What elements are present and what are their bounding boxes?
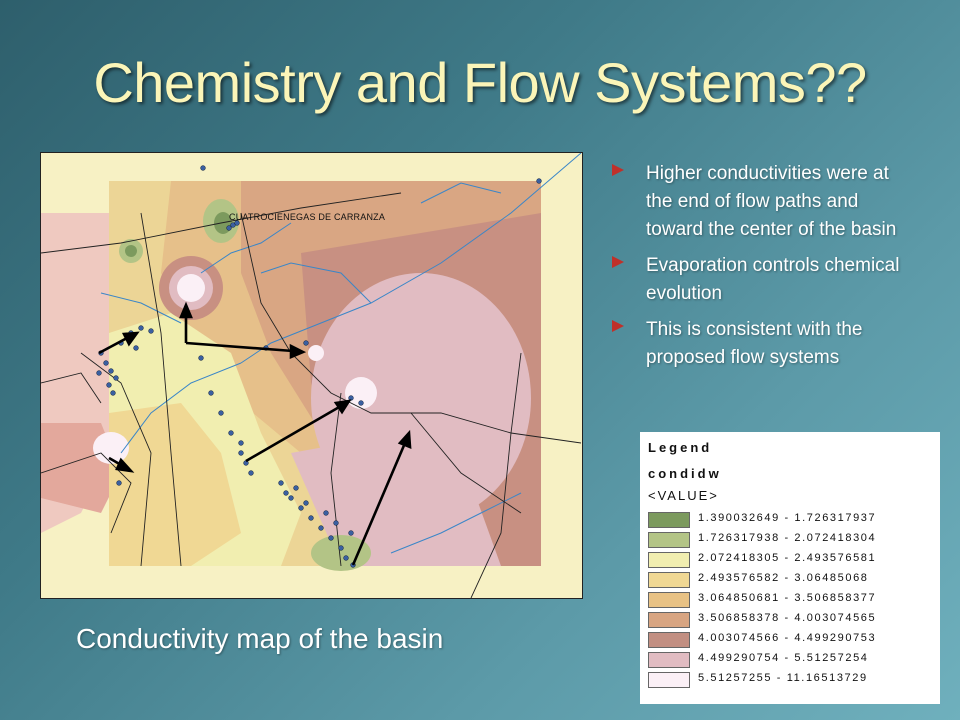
- bullet-arrow-icon: [612, 256, 624, 268]
- bullet-text: This is consistent with the proposed flo…: [646, 319, 863, 368]
- legend-range: 4.499290754 - 5.51257254: [698, 652, 869, 664]
- legend-swatch: [648, 612, 690, 628]
- bullet-arrow-icon: [612, 164, 624, 176]
- legend-value-label: <VALUE>: [648, 488, 719, 503]
- bullet-text: Higher conductivities were at the end of…: [646, 163, 897, 240]
- legend-range: 1.390032649 - 1.726317937: [698, 512, 877, 524]
- legend-range: 2.072418305 - 2.493576581: [698, 552, 877, 564]
- legend-swatch: [648, 572, 690, 588]
- legend-field-name: condidw: [648, 466, 722, 481]
- bullet-item: This is consistent with the proposed flo…: [612, 316, 912, 372]
- legend-swatch: [648, 652, 690, 668]
- legend-range: 2.493576582 - 3.06485068: [698, 572, 869, 584]
- map-legend: Legend condidw <VALUE> 1.390032649 - 1.7…: [640, 432, 940, 704]
- bullet-arrow-icon: [612, 320, 624, 332]
- legend-swatch: [648, 592, 690, 608]
- legend-swatch: [648, 632, 690, 648]
- slide-title: Chemistry and Flow Systems??: [93, 51, 867, 114]
- map-place-label: CUATROCIENEGAS DE CARRANZA: [229, 212, 386, 222]
- bullet-list: Higher conductivities were at the end of…: [612, 160, 912, 380]
- legend-swatch: [648, 532, 690, 548]
- legend-range: 4.003074566 - 4.499290753: [698, 632, 877, 644]
- slide-caption: Conductivity map of the basin: [76, 623, 444, 654]
- legend-title: Legend: [648, 440, 713, 455]
- legend-range: 5.51257255 - 11.16513729: [698, 672, 868, 684]
- legend-range: 3.506858378 - 4.003074565: [698, 612, 877, 624]
- legend-swatch: [648, 672, 690, 688]
- legend-swatch: [648, 512, 690, 528]
- legend-range: 1.726317938 - 2.072418304: [698, 532, 877, 544]
- legend-range: 3.064850681 - 3.506858377: [698, 592, 877, 604]
- conductivity-map: CUATROCIENEGAS DE CARRANZA: [40, 152, 583, 599]
- bullet-item: Evaporation controls chemical evolution: [612, 252, 912, 308]
- map-graphic: [41, 153, 582, 598]
- sample-points: [96, 165, 542, 568]
- legend-swatch: [648, 552, 690, 568]
- bullet-text: Evaporation controls chemical evolution: [646, 255, 900, 304]
- bullet-item: Higher conductivities were at the end of…: [612, 160, 912, 244]
